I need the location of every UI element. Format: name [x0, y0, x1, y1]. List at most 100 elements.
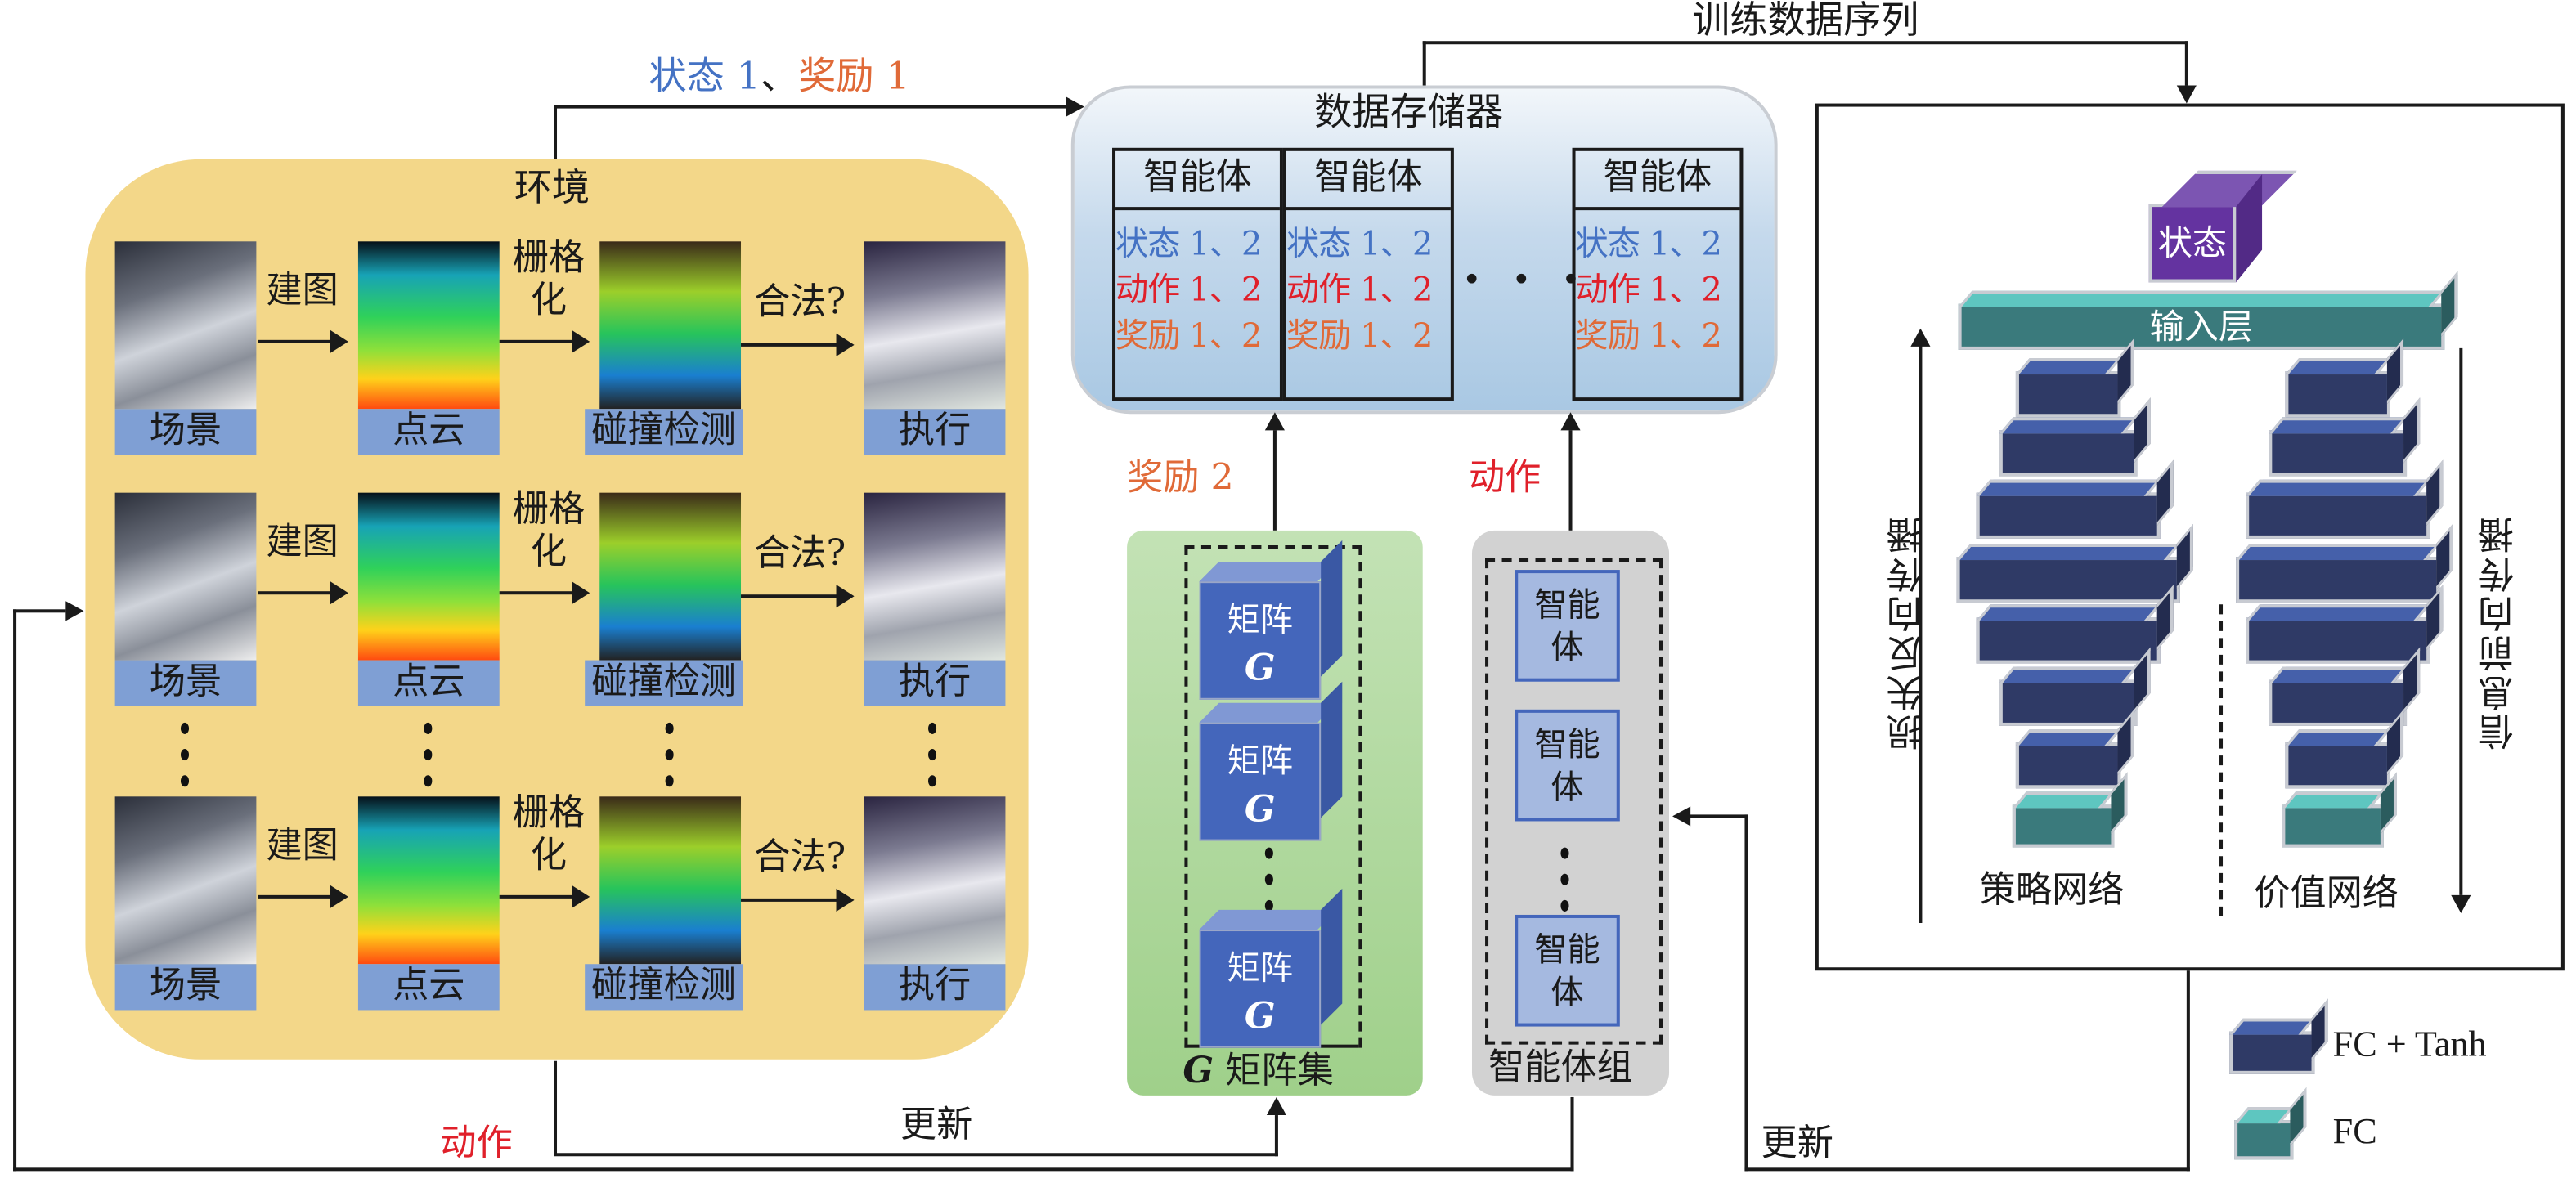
storage-entry: 状态 1、2: [1575, 223, 1722, 263]
collision-detection-image: [599, 796, 742, 965]
edge-rasterize-label: 栅格化: [512, 793, 586, 877]
point-cloud-label: 点云: [357, 964, 500, 1011]
backprop-label: 损失反向传播: [1887, 513, 1929, 751]
edge-rasterize-label: 栅格化: [512, 489, 586, 574]
policy-fc-tanh-layer: [2015, 371, 2121, 418]
edge-valid-label: 合法?: [754, 533, 846, 576]
agent-group-vertical-ellipsis: [1560, 847, 1570, 926]
scene-image: [114, 492, 257, 661]
data-storage-panel: [1070, 85, 1778, 415]
legend-fc-tanh-swatch: [2229, 1031, 2315, 1074]
connector-env-up: [553, 105, 558, 161]
point-cloud-label: 点云: [357, 409, 500, 455]
policy-fc-tanh-layer: [1976, 492, 2161, 539]
gset-dashed-border: [1184, 544, 1362, 1048]
agent-box: 智能体: [1515, 914, 1620, 1027]
scene-image: [114, 241, 257, 410]
connector-training-seq: [1422, 41, 2188, 45]
update-right-label: 更新: [1761, 1123, 1833, 1165]
state1-text: 状态 1: [648, 56, 761, 99]
storage-agent-column: 智能体状态 1、2 动作 1、2 奖励 1、2: [1572, 147, 1744, 401]
storage-entry: 动作 1、2: [1115, 269, 1262, 309]
pipeline-arrow: [258, 581, 348, 605]
point-cloud-label: 点云: [357, 660, 500, 706]
value-fc-tanh-layer: [2236, 557, 2440, 603]
storage-entry: 状态 1、2: [1286, 223, 1433, 263]
edge-mapping-label: 建图: [266, 522, 339, 564]
vertical-ellipsis: [424, 722, 433, 801]
legend-fc-swatch: [2234, 1120, 2294, 1160]
point-cloud-image: [357, 796, 500, 965]
connector-update-agents: [1689, 814, 1748, 818]
state-reward-1-label: 状态 1、奖励 1: [648, 56, 910, 99]
arrowhead-right-icon: [65, 601, 84, 621]
value-network-label: 价值网络: [2254, 873, 2399, 915]
execute-image: [864, 796, 1006, 965]
legend-fc-tanh-label: FC + Tanh: [2332, 1023, 2487, 1064]
vertical-ellipsis: [665, 722, 675, 801]
state-cube: 状态: [2148, 204, 2237, 283]
environment-title: 环境: [514, 167, 590, 211]
point-cloud-image: [357, 492, 500, 661]
training-sequence-label: 训练数据序列: [1692, 0, 1919, 43]
connector-net-down: [2186, 964, 2190, 1172]
pipeline-arrow: [741, 333, 855, 356]
value-fc-tanh-layer: [2269, 679, 2408, 726]
connector-storage-up: [1422, 41, 1426, 87]
connector-action-bottom: [13, 1167, 1574, 1172]
scene-label: 场景: [114, 660, 257, 706]
storage-entry: 状态 1、2: [1115, 223, 1262, 263]
collision-detection-image: [599, 492, 742, 661]
storage-entry: 动作 1、2: [1575, 269, 1722, 309]
vertical-ellipsis: [928, 722, 938, 801]
storage-agent-header: 智能体: [1575, 151, 1740, 211]
pipeline-arrow: [499, 329, 590, 353]
policy-fc-tanh-layer: [1956, 557, 2180, 603]
arrowhead-down-icon: [2176, 85, 2197, 104]
policy-fc-tanh-layer: [1976, 617, 2161, 664]
storage-entry: 奖励 1、2: [1286, 315, 1433, 355]
storage-entry: 奖励 1、2: [1575, 315, 1722, 355]
policy-fc-output-layer: [2012, 804, 2115, 848]
pipeline-arrow: [499, 581, 590, 605]
collision-detection-label: 碰撞检测: [585, 964, 743, 1011]
gset-title: G 矩阵集: [1183, 1049, 1334, 1092]
connector-agents-storage: [1568, 430, 1573, 531]
value-fc-tanh-layer: [2285, 371, 2390, 418]
connector-update-gset: [553, 1153, 1278, 1157]
execute-label: 执行: [864, 660, 1006, 706]
connector-env-down: [553, 1060, 558, 1155]
arrowhead-up-icon: [1266, 1096, 1286, 1116]
value-fc-tanh-layer: [2285, 742, 2390, 789]
execute-label: 执行: [864, 409, 1006, 455]
arrowhead-up-icon: [1910, 328, 1931, 347]
execute-image: [864, 241, 1006, 410]
edge-mapping-label: 建图: [266, 271, 339, 312]
arrowhead-up-icon: [1560, 412, 1581, 431]
storage-agent-header: 智能体: [1286, 151, 1451, 211]
storage-ellipsis: • • •: [1461, 259, 1591, 299]
pipeline-arrow: [741, 585, 855, 608]
connector-env-storage: [553, 105, 1066, 109]
agent-box: 智能体: [1515, 570, 1620, 682]
storage-entry: 奖励 1、2: [1115, 315, 1262, 355]
arrowhead-left-icon: [1672, 806, 1691, 827]
policy-fc-tanh-layer: [1999, 679, 2138, 726]
connector-update-right-bottom: [1744, 1167, 2190, 1172]
point-cloud-image: [357, 241, 500, 410]
value-fc-output-layer: [2282, 804, 2384, 848]
collision-detection-image: [599, 241, 742, 410]
connector-gset-storage: [1272, 430, 1277, 531]
value-fc-tanh-layer: [2246, 617, 2430, 664]
edge-valid-label: 合法?: [754, 282, 846, 324]
arrowhead-down-icon: [2451, 894, 2471, 913]
pipeline-arrow: [741, 888, 855, 912]
reward2-label: 奖励 2: [1127, 458, 1234, 500]
storage-title: 数据存储器: [1314, 92, 1504, 135]
input-layer: 输入层: [1958, 303, 2445, 350]
